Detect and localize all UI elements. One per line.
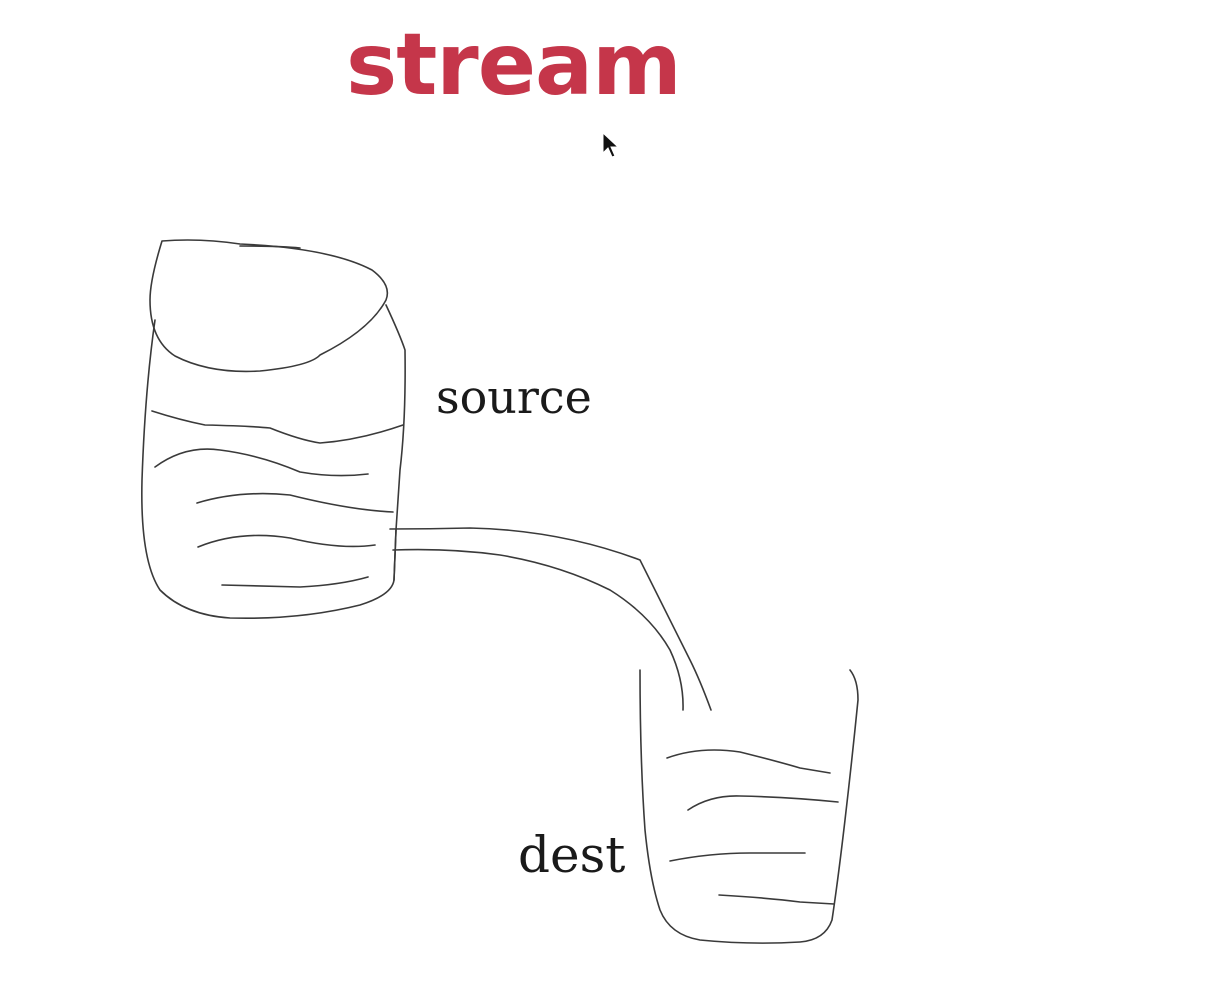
diagram-title: stream [346, 15, 682, 115]
dest-cup-drawing [639, 669, 859, 944]
source-jar-drawing [141, 239, 406, 620]
mouse-pointer-icon [602, 131, 620, 165]
stream-pipe-drawing [389, 527, 712, 711]
source-label: source [436, 370, 592, 424]
dest-label: dest [518, 826, 626, 884]
